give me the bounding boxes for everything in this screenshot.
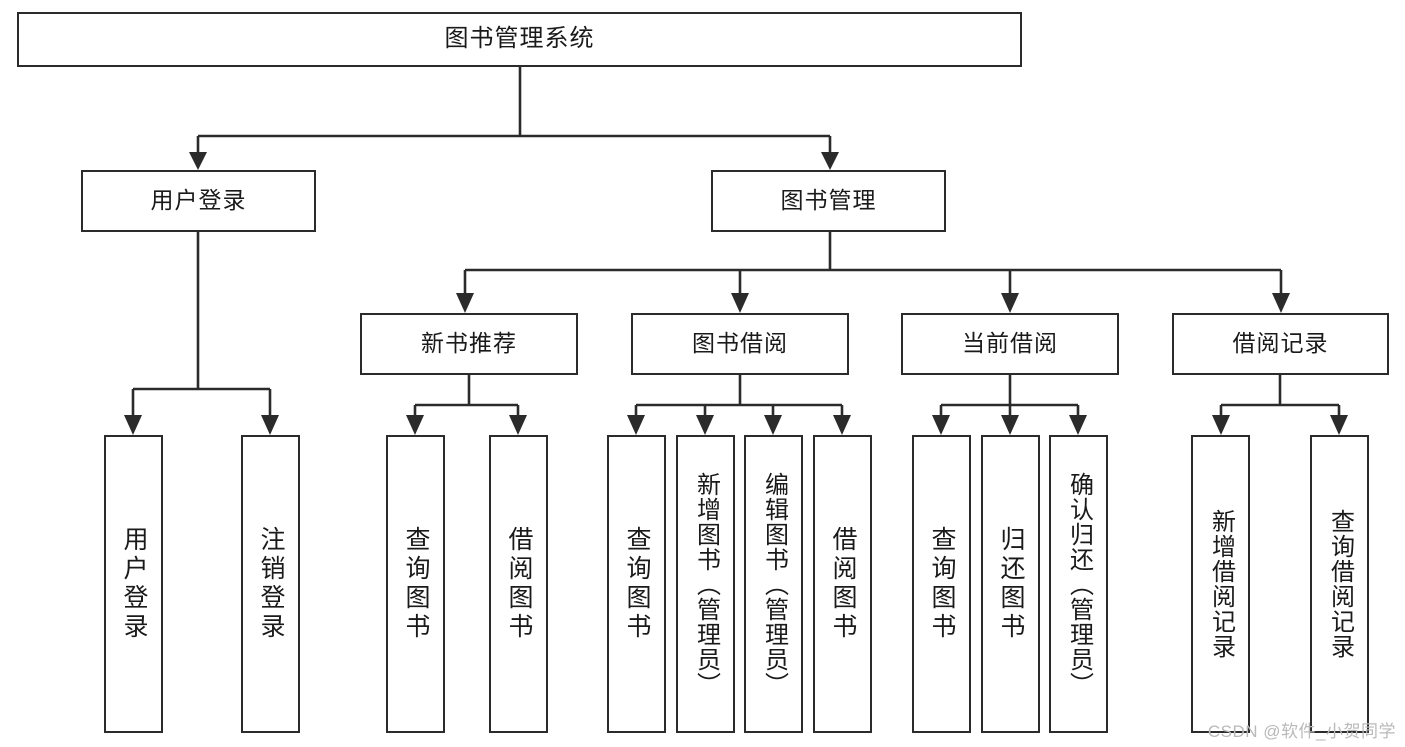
- node-label: 确认归还（管理员）: [1065, 471, 1093, 697]
- leaf-add-book-admin[interactable]: 新增图书（管理员）: [676, 435, 735, 733]
- node-label: 新增借阅记录: [1207, 509, 1235, 659]
- node-label: 用户登录: [150, 187, 247, 214]
- leaf-borrow-book-recommend[interactable]: 借阅图书: [489, 435, 548, 733]
- node-label: 查询图书: [402, 526, 430, 642]
- node-label: 查询图书: [623, 526, 651, 642]
- leaf-user-login[interactable]: 用户登录: [104, 435, 163, 733]
- leaf-edit-book-admin[interactable]: 编辑图书（管理员）: [744, 435, 803, 733]
- node-label: 注销登录: [257, 526, 285, 642]
- node-label: 新书推荐: [421, 330, 517, 357]
- node-label: 借阅记录: [1232, 330, 1329, 357]
- node-label: 查询图书: [928, 526, 956, 642]
- leaf-query-book-recommend[interactable]: 查询图书: [386, 435, 445, 733]
- leaf-add-borrow-record[interactable]: 新增借阅记录: [1191, 435, 1250, 733]
- node-label: 编辑图书（管理员）: [760, 471, 788, 697]
- leaf-confirm-return-admin[interactable]: 确认归还（管理员）: [1049, 435, 1108, 733]
- node-root-system[interactable]: 图书管理系统: [17, 12, 1022, 67]
- node-book-borrow[interactable]: 图书借阅: [631, 313, 849, 375]
- node-current-borrow[interactable]: 当前借阅: [901, 313, 1119, 375]
- node-label: 借阅图书: [829, 526, 857, 642]
- node-user-login[interactable]: 用户登录: [81, 170, 316, 232]
- node-label: 用户登录: [120, 526, 148, 642]
- node-label: 新增图书（管理员）: [692, 471, 720, 697]
- leaf-query-borrow-record[interactable]: 查询借阅记录: [1310, 435, 1369, 733]
- node-label: 图书借阅: [692, 330, 788, 357]
- node-label: 查询借阅记录: [1326, 509, 1354, 659]
- leaf-query-book-borrow[interactable]: 查询图书: [607, 435, 666, 733]
- node-label: 图书管理: [780, 187, 877, 214]
- node-borrow-records[interactable]: 借阅记录: [1172, 313, 1389, 375]
- node-book-management[interactable]: 图书管理: [711, 170, 946, 232]
- node-label: 图书管理系统: [444, 25, 595, 53]
- leaf-logout[interactable]: 注销登录: [241, 435, 300, 733]
- leaf-query-book-current[interactable]: 查询图书: [912, 435, 971, 733]
- leaf-return-book[interactable]: 归还图书: [981, 435, 1040, 733]
- node-label: 归还图书: [997, 526, 1025, 642]
- node-new-book-recommend[interactable]: 新书推荐: [360, 313, 578, 375]
- node-label: 借阅图书: [505, 526, 533, 642]
- watermark-text: CSDN @软件_小贺同学: [1207, 722, 1396, 741]
- leaf-borrow-book[interactable]: 借阅图书: [813, 435, 872, 733]
- node-label: 当前借阅: [962, 330, 1058, 357]
